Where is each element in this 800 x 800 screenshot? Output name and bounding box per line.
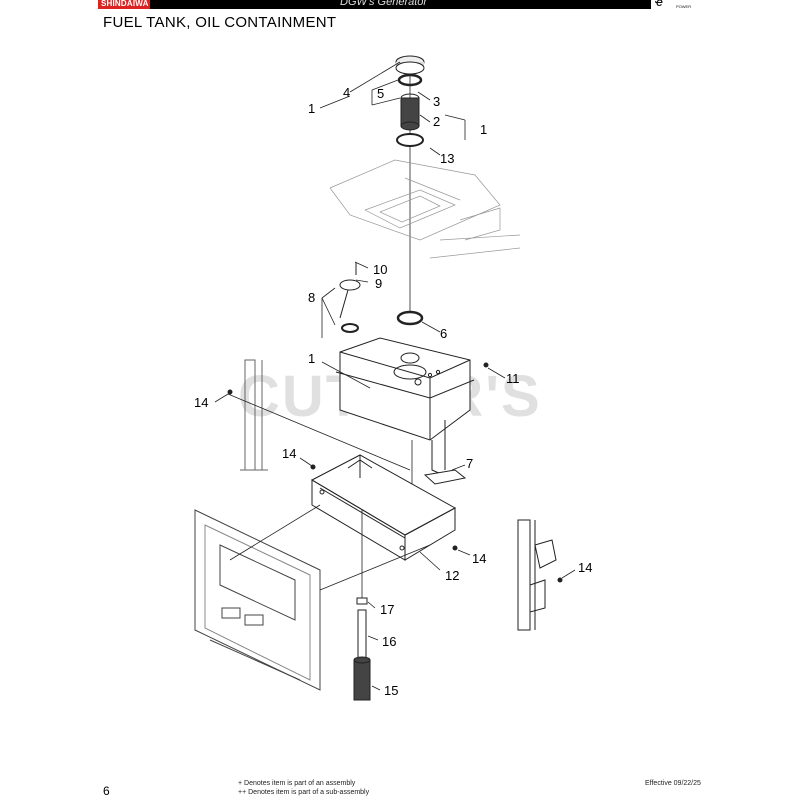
callout-1: 1 — [480, 122, 487, 137]
callout-5: 5 — [377, 86, 384, 101]
brand-logo: SHINDAIWA — [101, 0, 149, 8]
callout-labels: 1 4 5 3 2 1 13 10 9 8 6 1 11 14 14 7 12 … — [194, 85, 592, 698]
callout-16: 16 — [382, 634, 396, 649]
callout-2: 2 — [433, 114, 440, 129]
cap-gasket — [397, 73, 423, 87]
callout-17: 17 — [380, 602, 394, 617]
right-post — [517, 519, 557, 631]
neck-ring — [396, 133, 424, 147]
callout-8: 8 — [308, 290, 315, 305]
power-logo-box — [650, 0, 699, 9]
drain-fitting — [356, 597, 368, 605]
oil-containment-pan — [310, 454, 457, 561]
strainer — [400, 93, 420, 131]
callout-14: 14 — [578, 560, 592, 575]
callout-10: 10 — [373, 262, 387, 277]
leader-lines — [214, 61, 576, 691]
drain-hose — [357, 609, 367, 661]
page-title: FUEL TANK, OIL CONTAINMENT — [103, 14, 337, 31]
callout-12: 12 — [445, 568, 459, 583]
callout-14: 14 — [282, 446, 296, 461]
callout-14: 14 — [194, 395, 208, 410]
header-bar — [98, 0, 698, 9]
callout-11: 11 — [506, 371, 520, 386]
sub-assembly-note: ++ Denotes item is part of a sub-assembl… — [238, 789, 370, 796]
tank-bracket — [423, 420, 467, 485]
drain-spring — [353, 656, 371, 701]
fuel-cap — [395, 55, 425, 75]
bolt-markers — [227, 362, 563, 583]
page-number: 6 — [103, 784, 110, 798]
fuel-gauge — [339, 262, 361, 333]
callout-14: 14 — [472, 551, 486, 566]
effective-date: Effective 09/22/25 — [645, 780, 701, 787]
power-logo: POWER — [676, 4, 692, 9]
callout-7: 7 — [466, 456, 473, 471]
tank-neck-gasket — [396, 310, 424, 326]
fuel-tank — [335, 337, 475, 441]
callout-4: 4 — [343, 85, 350, 100]
document-title: DGW's Generator — [340, 0, 428, 8]
callout-9: 9 — [375, 276, 382, 291]
callout-1: 1 — [308, 101, 315, 116]
callout-13: 13 — [440, 151, 454, 166]
assembly-note: + Denotes item is part of an assembly — [238, 780, 356, 787]
frame-top-phantom — [329, 159, 521, 259]
callout-15: 15 — [384, 683, 398, 698]
front-panel — [194, 509, 321, 691]
brand-logo-box — [98, 0, 150, 9]
callout-6: 6 — [440, 326, 447, 341]
callout-1: 1 — [308, 351, 315, 366]
left-post — [240, 359, 268, 471]
callout-3: 3 — [433, 94, 440, 109]
power-logo-mark: Ҽ — [655, 0, 663, 8]
